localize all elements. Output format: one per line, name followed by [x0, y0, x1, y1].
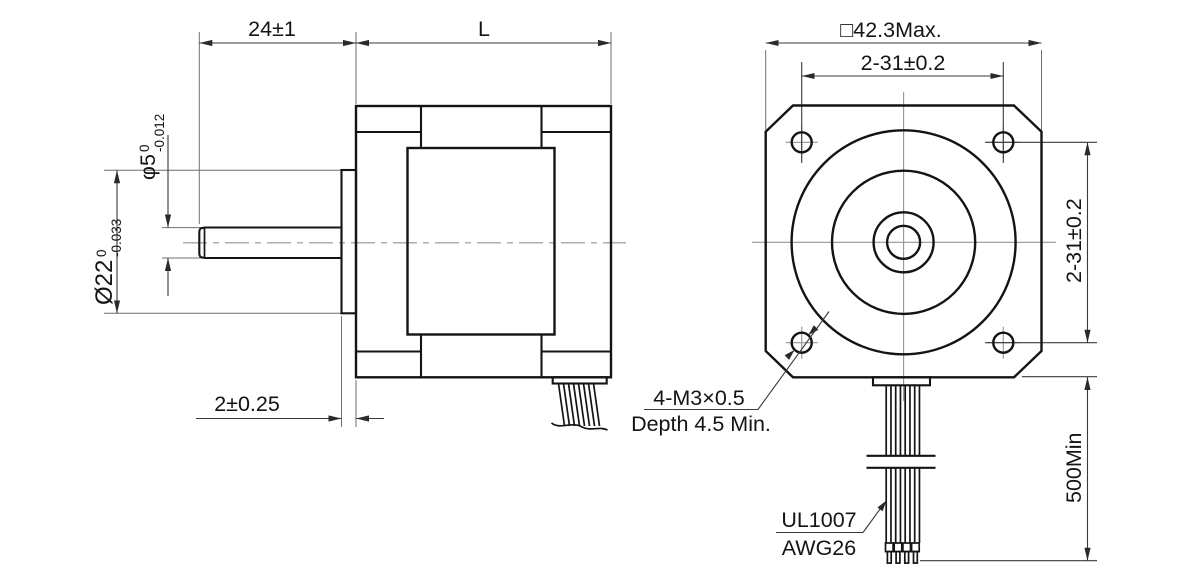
dim-lead-length: 500Min [1062, 377, 1091, 561]
dim-boss-diameter-tol-upper: 0 [94, 249, 109, 257]
dim-boss-height-label: 2±0.25 [214, 392, 280, 416]
dim-shaft-length: 24±1 [199, 17, 356, 47]
lead-wires-side [550, 383, 608, 431]
dim-shaft-diameter-tol-upper: 0 [137, 144, 152, 152]
dim-boss-height: 2±0.25 [196, 392, 384, 422]
dim-shaft-length-label: 24±1 [248, 17, 296, 41]
flange-outline [764, 104, 1043, 379]
dim-body-length-label: L [478, 17, 490, 41]
motor-shaft [198, 226, 343, 260]
dim-body-width: □42.3Max. [765, 18, 1042, 47]
mounting-hole [790, 331, 813, 354]
dim-boss-diameter-tol-lower: -0.033 [109, 219, 124, 257]
dim-shaft-diameter: φ5 0 -0.012 [136, 114, 172, 296]
front-view: □42.3Max. 2-31±0.2 2-31±0.2 500Min [631, 18, 1097, 564]
mounting-hole [992, 331, 1015, 354]
mounting-hole [992, 131, 1015, 154]
note-lead-wire-line1: UL1007 [781, 508, 856, 532]
endbell-circle [790, 129, 1017, 356]
wire-strain-relief [551, 376, 608, 385]
dim-shaft-diameter-tol-lower: -0.012 [152, 114, 167, 152]
motor-body-outline [354, 104, 613, 379]
shaft-circle [885, 224, 922, 261]
side-view: 24±1 L φ5 0 -0.012 Ø22 0 -0.033 [91, 17, 626, 431]
lead-wires-front [885, 385, 921, 543]
wire-strain-relief [871, 376, 932, 387]
dim-shaft-diameter-label: φ5 [136, 154, 160, 180]
dim-body-length: L [356, 17, 611, 47]
note-mounting-hole-line1: 4-M3×0.5 [653, 386, 744, 410]
dim-hole-spacing-horizontal: 2-31±0.2 [801, 51, 1004, 80]
pilot-boss-circle [830, 169, 977, 316]
note-lead-wire: UL1007 AWG26 [776, 500, 887, 560]
dim-boss-diameter-label: Ø22 [91, 260, 118, 305]
leader-arrow [784, 349, 795, 360]
leader-arrow [877, 500, 887, 512]
dim-lead-length-label: 500Min [1062, 432, 1086, 503]
dim-boss-diameter: Ø22 0 -0.033 [91, 170, 124, 314]
note-lead-wire-line2: AWG26 [782, 536, 857, 560]
note-mounting-holes: 4-M3×0.5 Depth 4.5 Min. [631, 311, 830, 436]
pilot-boss [340, 168, 358, 315]
leader-arrow [808, 325, 819, 336]
hub-circle [872, 211, 935, 274]
mounting-hole [790, 131, 813, 154]
dim-hole-spacing-vertical: 2-31±0.2 [1062, 142, 1091, 343]
stator-stack-outline [406, 146, 556, 336]
dim-hole-spacing-h-label: 2-31±0.2 [861, 51, 946, 75]
wire-ends [884, 542, 921, 564]
dim-body-width-label: □42.3Max. [840, 18, 941, 42]
dim-hole-spacing-v-label: 2-31±0.2 [1062, 198, 1086, 283]
note-mounting-hole-line2: Depth 4.5 Min. [631, 412, 771, 436]
